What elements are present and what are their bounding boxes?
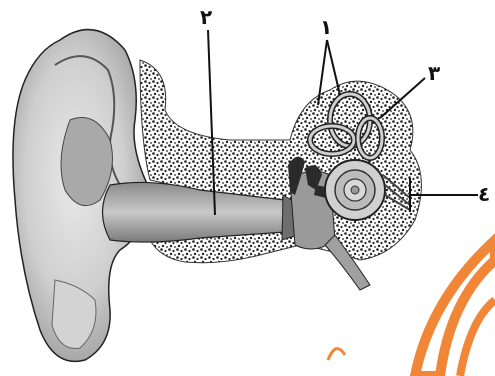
cochlea <box>325 160 385 220</box>
label-3: ٣ <box>428 61 440 85</box>
leader-1b <box>327 40 340 95</box>
label-4: ٤ <box>478 182 490 206</box>
label-2: ٢ <box>200 5 212 29</box>
label-1: ١ <box>320 15 332 39</box>
